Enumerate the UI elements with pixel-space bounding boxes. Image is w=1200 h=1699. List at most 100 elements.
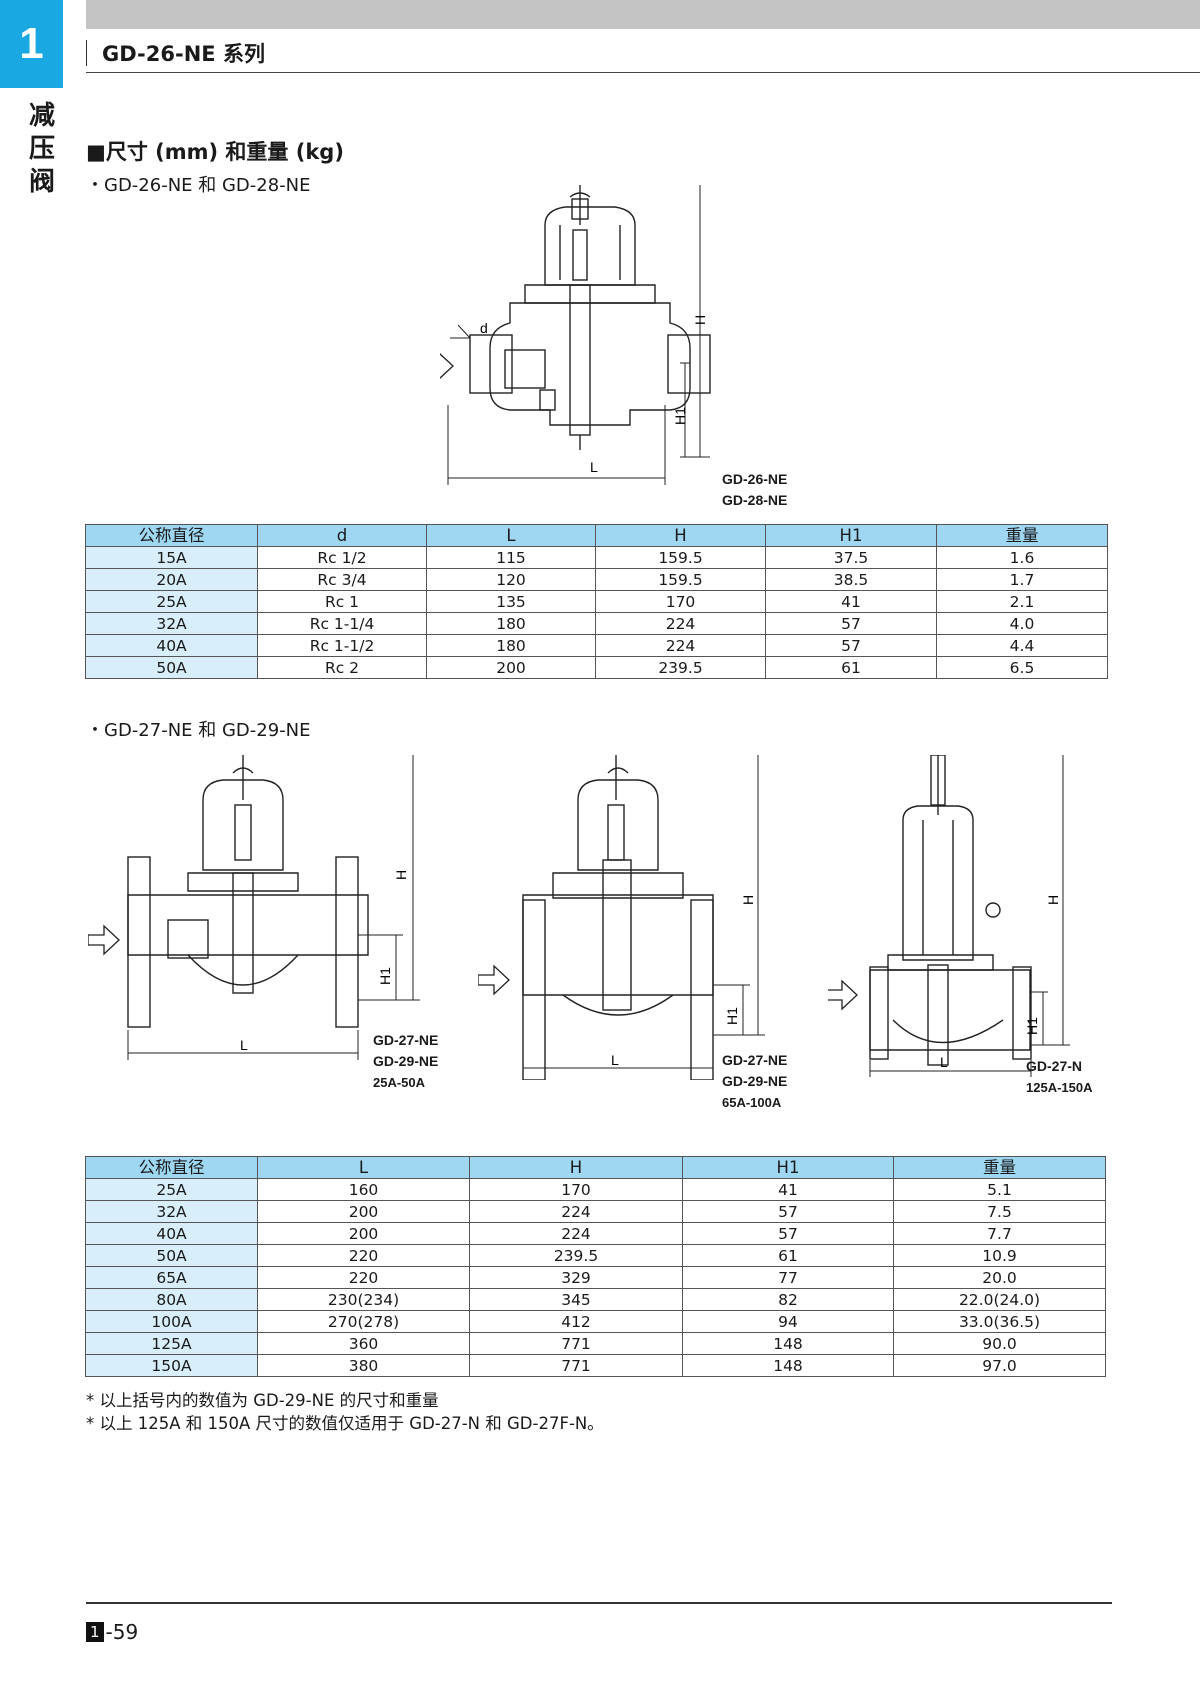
table-header-cell: 公称直径 <box>85 1156 258 1179</box>
table-cell: 82 <box>682 1288 894 1311</box>
gd27-medium-model-labels: GD-27-NE GD-29-NE 65A-100A <box>722 1050 787 1113</box>
table-cell: 5.1 <box>893 1178 1106 1201</box>
footer-rule <box>86 1602 1112 1604</box>
table-cell: 2.1 <box>936 590 1108 613</box>
dim-label-h: H <box>1045 895 1061 905</box>
dim-label-h1: H1 <box>724 1007 740 1025</box>
table-header-cell: 公称直径 <box>85 524 258 547</box>
series-title: GD-26-NE 系列 <box>102 42 265 66</box>
table-cell: 20.0 <box>893 1266 1106 1289</box>
table-cell: 135 <box>426 590 596 613</box>
table-cell: 90.0 <box>893 1332 1106 1355</box>
gd27n-model-labels: GD-27-N 125A-150A <box>1026 1056 1093 1098</box>
model-label: GD-27-N <box>1026 1058 1083 1074</box>
table-cell: 180 <box>426 612 596 635</box>
section-heading: ■尺寸 (mm) 和重量 (kg) <box>86 140 344 164</box>
table-cell: 170 <box>469 1178 683 1201</box>
dim-label-l: L <box>611 1052 619 1068</box>
table-cell: 148 <box>682 1354 894 1377</box>
table-cell: 6.5 <box>936 656 1108 679</box>
chapter-number-box: 1 <box>0 0 63 88</box>
gd27-medium-valve-drawing: H H1 L <box>478 755 765 1080</box>
table-cell: 20A <box>85 568 258 591</box>
table-cell: 10.9 <box>893 1244 1106 1267</box>
table-cell: 32A <box>85 1200 258 1223</box>
model-label: GD-28-NE <box>722 492 788 508</box>
table-cell: 224 <box>469 1222 683 1245</box>
table-cell: 148 <box>682 1332 894 1355</box>
dim-label-h1: H1 <box>377 967 393 985</box>
dim-label-h: H <box>393 870 409 880</box>
model-label: GD-29-NE <box>373 1053 439 1069</box>
table-cell: 61 <box>765 656 937 679</box>
model-label: GD-26-NE <box>722 471 788 487</box>
table-cell: 4.0 <box>936 612 1108 635</box>
dim-label-h: H <box>692 315 708 325</box>
table-header-cell: 重量 <box>936 524 1108 547</box>
table-cell: 360 <box>257 1332 470 1355</box>
table-cell: 150A <box>85 1354 258 1377</box>
table-cell: 771 <box>469 1354 683 1377</box>
table-cell: 120 <box>426 568 596 591</box>
table-cell: 125A <box>85 1332 258 1355</box>
gd27n-large-valve-drawing: H H1 L <box>828 755 1070 1077</box>
table-cell: Rc 1-1/2 <box>257 634 427 657</box>
page-number: 1 -59 <box>86 1620 138 1644</box>
table-cell: 94 <box>682 1310 894 1333</box>
table-header-cell: d <box>257 524 427 547</box>
model-range: 25A-50A <box>373 1075 426 1090</box>
model-label: GD-27-NE <box>373 1032 439 1048</box>
table-cell: 380 <box>257 1354 470 1377</box>
dim-label-h1: H1 <box>672 407 688 425</box>
note-1: * 以上括号内的数值为 GD-29-NE 的尺寸和重量 <box>86 1391 439 1410</box>
table-cell: 57 <box>682 1200 894 1223</box>
table-cell: 159.5 <box>595 568 766 591</box>
table-cell: 41 <box>682 1178 894 1201</box>
table-cell: 771 <box>469 1332 683 1355</box>
table-cell: 37.5 <box>765 546 937 569</box>
table-cell: 224 <box>595 612 766 635</box>
table-cell: 230(234) <box>257 1288 470 1311</box>
dim-label-l: L <box>590 459 598 475</box>
table-cell: 80A <box>85 1288 258 1311</box>
model-range: 125A-150A <box>1026 1080 1093 1095</box>
table-cell: 7.5 <box>893 1200 1106 1223</box>
table-cell: 38.5 <box>765 568 937 591</box>
table-cell: 200 <box>426 656 596 679</box>
table-cell: 160 <box>257 1178 470 1201</box>
table-cell: 57 <box>765 634 937 657</box>
table-cell: 345 <box>469 1288 683 1311</box>
group1-subtitle: ・GD-26-NE 和 GD-28-NE <box>86 175 311 196</box>
group2-subtitle: ・GD-27-NE 和 GD-29-NE <box>86 720 311 741</box>
dim-label-h1: H1 <box>1024 1017 1040 1035</box>
table-cell: 40A <box>85 1222 258 1245</box>
dim-label-l: L <box>940 1054 948 1070</box>
table-cell: 170 <box>595 590 766 613</box>
table-cell: 25A <box>85 590 258 613</box>
gd27-small-model-labels: GD-27-NE GD-29-NE 25A-50A <box>373 1030 438 1093</box>
table-cell: 50A <box>85 1244 258 1267</box>
table-header-cell: 重量 <box>893 1156 1106 1179</box>
table-cell: 40A <box>85 634 258 657</box>
table-cell: 65A <box>85 1266 258 1289</box>
table-cell: 224 <box>595 634 766 657</box>
table-cell: 180 <box>426 634 596 657</box>
table-cell: 77 <box>682 1266 894 1289</box>
table-cell: 100A <box>85 1310 258 1333</box>
table-cell: Rc 3/4 <box>257 568 427 591</box>
table-cell: 270(278) <box>257 1310 470 1333</box>
title-separator <box>86 40 87 66</box>
table-header-cell: H1 <box>682 1156 894 1179</box>
table-cell: 57 <box>765 612 937 635</box>
